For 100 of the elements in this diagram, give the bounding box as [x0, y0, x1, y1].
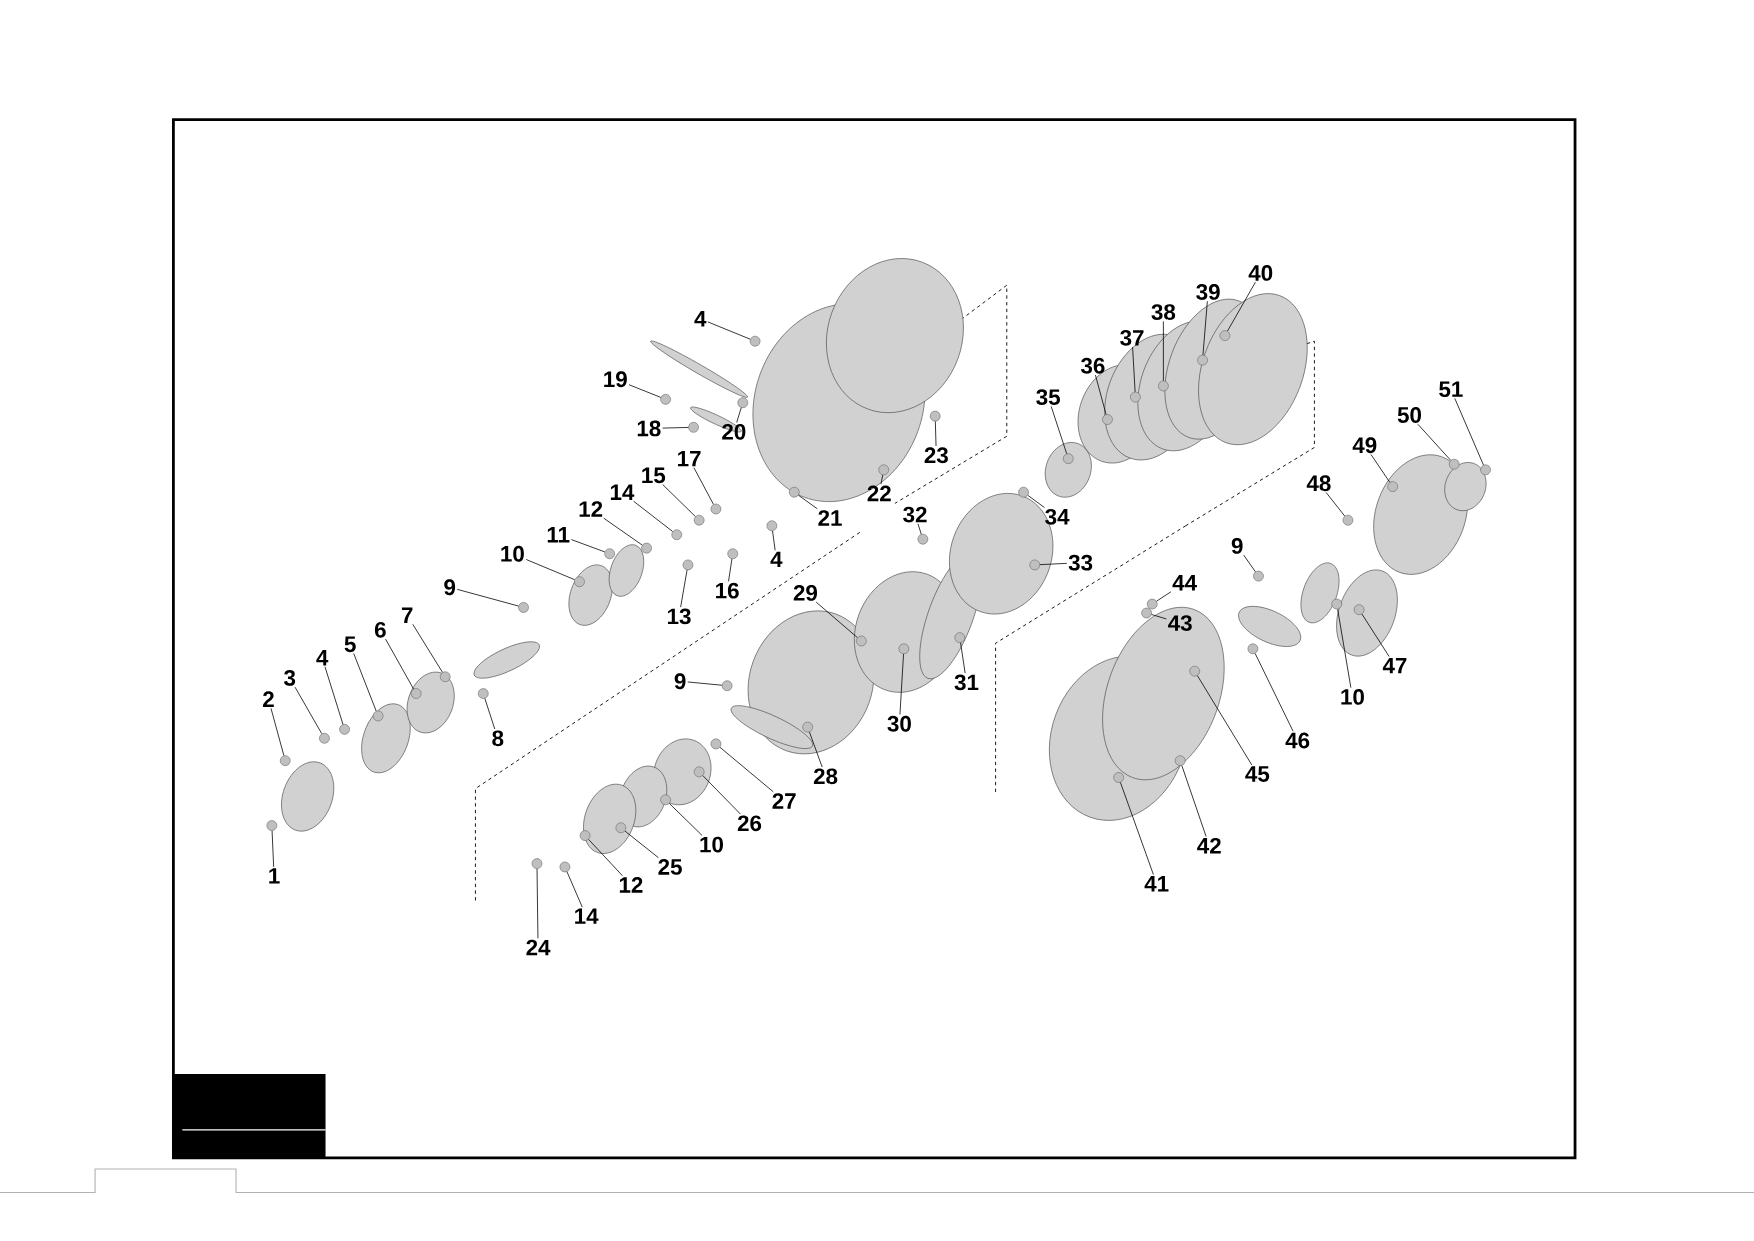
part-drawing	[1102, 414, 1113, 425]
leader-line	[1202, 301, 1208, 356]
part-drawing	[693, 766, 705, 778]
part-drawing	[604, 548, 615, 560]
part-drawing	[660, 394, 671, 405]
callout-number: 6	[374, 622, 386, 638]
leader-line	[1163, 321, 1164, 382]
leader-line	[385, 638, 414, 690]
part-drawing	[574, 576, 585, 588]
leader-line	[566, 871, 583, 908]
callout-number: 19	[604, 371, 627, 388]
callout-number: 9	[444, 579, 456, 596]
part-drawing	[1219, 330, 1231, 342]
leader-line	[536, 868, 539, 939]
part-drawing	[1029, 559, 1040, 571]
part-drawing	[749, 336, 761, 347]
leader-line	[1197, 675, 1253, 766]
part-drawing	[266, 820, 278, 832]
callout-number: 9	[674, 673, 686, 690]
leader-line	[1039, 563, 1068, 566]
part-drawing	[898, 643, 910, 655]
callout-number: 3	[284, 670, 296, 687]
callout-number: 31	[954, 674, 979, 691]
part-drawing	[721, 680, 733, 692]
part-drawing	[1331, 599, 1343, 610]
callout-number: 24	[526, 939, 551, 956]
part-drawing	[478, 688, 489, 700]
callout-number: 47	[1382, 658, 1407, 674]
callout-number: 44	[1172, 575, 1197, 591]
part-drawing	[439, 671, 451, 683]
callout-number: 1	[269, 868, 280, 884]
leader-line	[719, 747, 774, 793]
leader-line	[960, 642, 966, 674]
leader-line	[353, 653, 377, 712]
callout-number: 12	[619, 877, 643, 893]
part-drawing	[1247, 643, 1259, 655]
callout-number: 32	[903, 506, 927, 523]
callout-number: 34	[1045, 509, 1070, 525]
callout-number: 14	[610, 484, 635, 501]
part-drawing	[615, 822, 627, 834]
leader-line	[294, 687, 323, 735]
part-drawing	[518, 602, 529, 613]
callout-number: 18	[637, 420, 661, 437]
callout-number: 4	[694, 311, 707, 327]
part-drawing	[688, 422, 699, 433]
part-drawing	[1197, 355, 1208, 366]
part-drawing	[856, 635, 867, 647]
part-drawing	[802, 722, 813, 733]
leader-line	[270, 708, 285, 757]
part-drawing	[682, 559, 694, 571]
part-drawing	[1174, 755, 1186, 767]
leader-line	[412, 624, 443, 673]
part-drawing	[280, 755, 291, 767]
callout-number: 42	[1197, 838, 1221, 854]
leader-line	[1361, 613, 1390, 658]
callout-number: 9	[1231, 538, 1243, 554]
part-drawing	[559, 861, 571, 873]
callout-number: 46	[1285, 732, 1310, 749]
leader-line	[1454, 398, 1484, 466]
leader-line	[707, 321, 751, 340]
part-drawing	[641, 543, 652, 554]
part-drawing	[1018, 487, 1029, 498]
part-drawing	[1158, 380, 1169, 392]
callout-number: 12	[579, 501, 603, 517]
part-drawing	[710, 503, 722, 515]
part-drawing	[1113, 772, 1124, 783]
part-drawing	[1480, 464, 1491, 476]
callout-number: 2	[263, 691, 274, 708]
leader-line	[687, 681, 723, 686]
leader-line	[702, 775, 741, 815]
leader-line	[1156, 591, 1172, 602]
part-drawing	[410, 688, 422, 700]
leader-line	[1132, 346, 1136, 393]
callout-number: 28	[813, 768, 838, 785]
part-drawing	[531, 858, 543, 870]
callout-number: 40	[1248, 265, 1273, 282]
leader-line	[662, 427, 689, 429]
leader-line	[736, 407, 742, 424]
callout-number: 36	[1080, 358, 1105, 374]
leader-line	[1027, 495, 1045, 509]
callout-number: 30	[887, 716, 911, 732]
leader-line	[668, 803, 703, 836]
callout-number: 7	[401, 607, 413, 624]
part-drawing	[660, 794, 671, 806]
leader-line	[693, 467, 714, 505]
part-drawing	[372, 710, 384, 722]
callout-number: 45	[1245, 766, 1270, 783]
part-drawing	[766, 520, 778, 532]
part-drawing	[1342, 515, 1354, 526]
leader-line	[917, 523, 922, 535]
callout-number: 13	[668, 608, 691, 625]
part-drawing	[1130, 392, 1141, 403]
leader-line	[1050, 406, 1068, 455]
callout-number: 49	[1352, 437, 1377, 454]
leader-line	[1181, 765, 1207, 838]
leader-line	[798, 495, 818, 510]
part-drawing	[917, 534, 929, 545]
part-drawing	[737, 397, 749, 409]
callout-number: 48	[1306, 475, 1331, 492]
part-drawing	[929, 411, 941, 422]
